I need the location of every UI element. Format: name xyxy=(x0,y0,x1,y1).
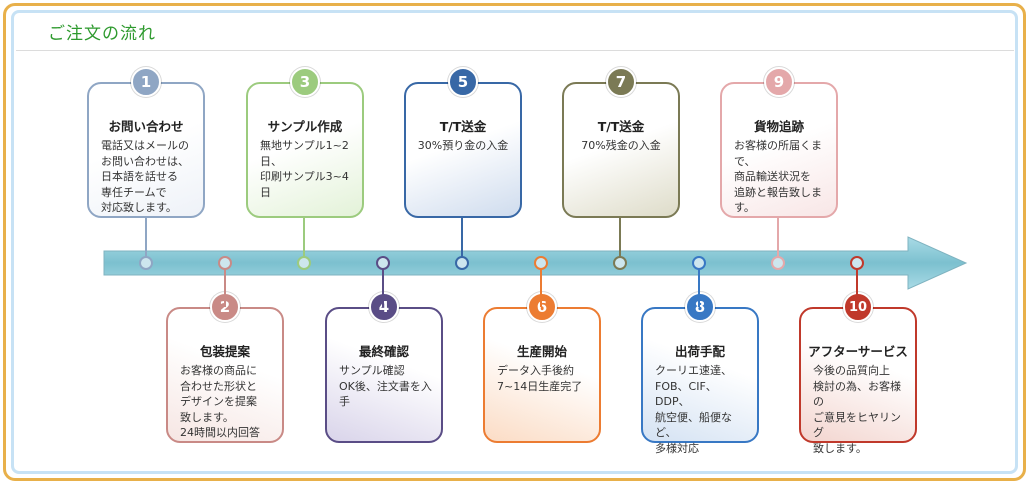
step-number-badge: 4 xyxy=(369,292,399,322)
page-title: ご注文の流れ xyxy=(48,24,156,44)
connector-line xyxy=(224,269,226,307)
timeline-node xyxy=(692,256,706,270)
timeline-node xyxy=(613,256,627,270)
timeline-node xyxy=(534,256,548,270)
step-card-1: お問い合わせ電話又はメールの お問い合わせは、 日本語を話せる 専任チームで 対… xyxy=(87,82,205,218)
step-description: 30%預り金の入金 xyxy=(417,139,509,152)
step-number-badge: 5 xyxy=(448,67,478,97)
timeline-node xyxy=(455,256,469,270)
timeline-node xyxy=(297,256,311,270)
step-card-6: 生産開始データ入手後約 7~14日生産完了 xyxy=(483,307,601,443)
step-card-3: サンプル作成無地サンプル1~2日、 印刷サンプル3~4日 xyxy=(246,82,364,218)
step-card-10: アフターサービス今後の品質向上 検討の為、お客様の ご意見をヒヤリング 致します… xyxy=(799,307,917,455)
step-description: データ入手後約 7~14日生産完了 xyxy=(497,364,583,393)
step-title: 貨物追跡 xyxy=(753,119,804,134)
step-card-7: T/T送金 70%残金の入金 xyxy=(562,82,680,218)
step-title: お問い合わせ xyxy=(108,119,184,134)
step-card-8: 出荷手配クーリエ速達、 FOB、CIF、DDP、 航空便、船便など、 多様対応 xyxy=(641,307,759,455)
step-description: サンプル確認 OK後、注文書を入手 xyxy=(339,364,432,408)
step-title: 包装提案 xyxy=(199,344,250,359)
step-card-4: 最終確認サンプル確認 OK後、注文書を入手 xyxy=(325,307,443,443)
connector-line xyxy=(619,218,621,257)
step-card-9: 貨物追跡お客様の所届くまで、 商品輸送状況を 追跡と報告致します。 xyxy=(720,82,838,218)
step-number-badge: 6 xyxy=(527,292,557,322)
step-card-2: 包装提案お客様の商品に 合わせた形状と デザインを提案 致します。 24時間以内… xyxy=(166,307,284,443)
step-title: 最終確認 xyxy=(358,344,409,359)
timeline-node xyxy=(771,256,785,270)
connector-line xyxy=(303,218,305,257)
step-number-badge: 3 xyxy=(290,67,320,97)
timeline-node xyxy=(376,256,390,270)
step-number-badge: 8 xyxy=(685,292,715,322)
timeline-node xyxy=(139,256,153,270)
step-title: アフターサービス xyxy=(808,344,908,359)
timeline-node xyxy=(850,256,864,270)
step-title: 出荷手配 xyxy=(674,344,725,359)
step-description: お客様の商品に 合わせた形状と デザインを提案 致します。 24時間以内回答 xyxy=(180,364,260,439)
connector-line xyxy=(540,269,542,307)
step-description: 70%残金の入金 xyxy=(581,139,661,152)
connector-line xyxy=(145,218,147,257)
step-title: T/T送金 xyxy=(597,119,645,134)
step-description: 電話又はメールの お問い合わせは、 日本語を話せる 専任チームで 対応致します。 xyxy=(101,139,189,214)
step-number-badge: 7 xyxy=(606,67,636,97)
step-card-5: T/T送金 30%預り金の入金 xyxy=(404,82,522,218)
step-title: T/T送金 xyxy=(439,119,487,134)
step-title: 生産開始 xyxy=(516,344,567,359)
timeline-node xyxy=(218,256,232,270)
step-number-badge: 9 xyxy=(764,67,794,97)
step-title: サンプル作成 xyxy=(267,119,343,134)
connector-line xyxy=(777,218,779,257)
step-description: 無地サンプル1~2日、 印刷サンプル3~4日 xyxy=(260,139,349,199)
step-number-badge: 10 xyxy=(843,292,873,322)
connector-line xyxy=(461,218,463,257)
step-description: お客様の所届くまで、 商品輸送状況を 追跡と報告致します。 xyxy=(734,139,822,214)
step-number-badge: 1 xyxy=(131,67,161,97)
connector-line xyxy=(856,269,858,307)
connector-line xyxy=(698,269,700,307)
title-divider xyxy=(16,50,1014,51)
step-description: 今後の品質向上 検討の為、お客様の ご意見をヒヤリング 致します。 xyxy=(813,364,901,455)
connector-line xyxy=(382,269,384,307)
step-description: クーリエ速達、 FOB、CIF、DDP、 航空便、船便など、 多様対応 xyxy=(655,364,732,455)
